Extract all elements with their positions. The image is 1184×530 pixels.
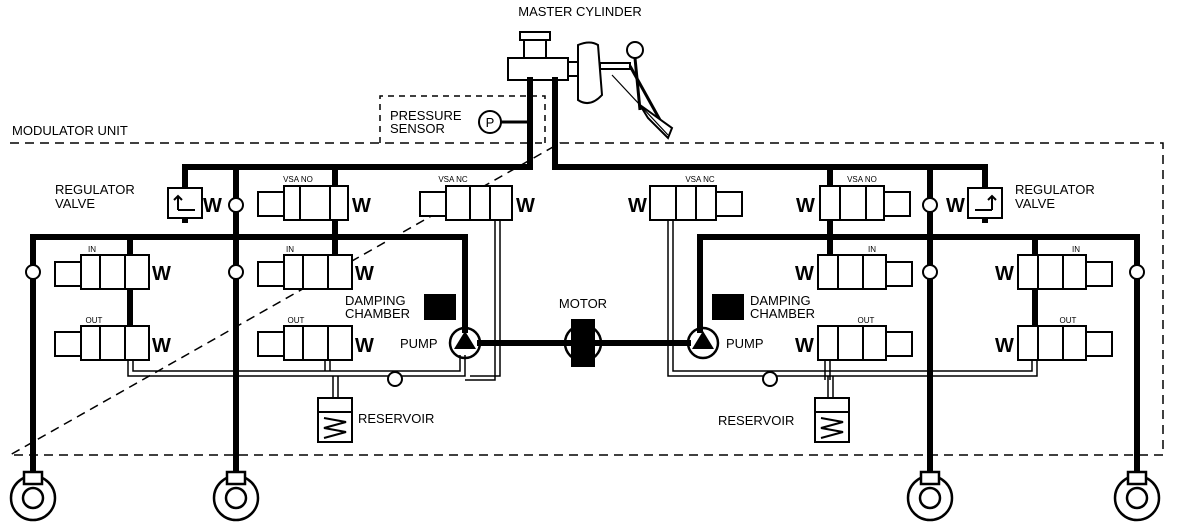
in-label: IN [88, 245, 96, 254]
vsa-nc-label-left: VSA NC [438, 175, 468, 184]
out-label: OUT [86, 316, 103, 325]
spring-icon: W [152, 335, 171, 357]
pressure-sensor-label-2: SENSOR [390, 121, 445, 136]
out-label: OUT [858, 316, 875, 325]
spring-icon: W [795, 263, 814, 285]
vsa-no-label-right: VSA NO [847, 175, 877, 184]
motor-label: MOTOR [559, 296, 607, 311]
out-label: OUT [1060, 316, 1077, 325]
motor-symbol: M [576, 334, 591, 354]
pump-right-icon [686, 326, 720, 360]
wheel-brakes [9, 470, 1161, 522]
reservoir-right-icon [814, 397, 850, 443]
damping-chamber-label-left-1: DAMPING [345, 293, 406, 308]
modulator-unit-label: MODULATOR UNIT [12, 123, 128, 138]
spring-icon: W [352, 195, 371, 217]
wheel-brake-icon [9, 470, 57, 522]
damping-chamber-label-right-2: CHAMBER [750, 306, 815, 321]
solenoid-valves [54, 185, 1113, 361]
vsa-nc-label-right: VSA NC [685, 175, 715, 184]
check-valve-icon [922, 264, 938, 280]
master-cylinder-label: MASTER CYLINDER [518, 4, 642, 19]
modulator-unit-boundary [7, 142, 1164, 456]
check-valve-icon [1129, 264, 1145, 280]
pump-label-right: PUMP [726, 336, 764, 351]
spring-icon: W [628, 195, 647, 217]
check-valve-icon [25, 264, 41, 280]
spring-icon: W [355, 263, 374, 285]
spring-icon: W [995, 335, 1014, 357]
spring-icon: W [946, 195, 965, 217]
spring-icon: W [516, 195, 535, 217]
spring-icon: W [995, 263, 1014, 285]
regulator-valve-label-right-1: REGULATOR [1015, 182, 1095, 197]
spring-icon: W [796, 195, 815, 217]
valve-springs: W W W W W W W W W W W W W W [152, 195, 1014, 357]
spring-icon: W [152, 263, 171, 285]
valve-labels: VSA NO VSA NC VSA NC VSA NO IN IN IN IN … [86, 175, 1081, 325]
regulator-valve-label-left-2: VALVE [55, 196, 95, 211]
reservoir-label-right: RESERVOIR [718, 413, 794, 428]
in-label: IN [1072, 245, 1080, 254]
pump-label-left: PUMP [400, 336, 438, 351]
spring-icon: W [795, 335, 814, 357]
check-valve-icon [228, 197, 244, 213]
check-valve-icon [762, 371, 778, 387]
spring-icon: W [203, 195, 222, 217]
wheel-brake-icon [212, 470, 260, 522]
regulator-valve-label-left-1: REGULATOR [55, 182, 135, 197]
reservoir-label-left: RESERVOIR [358, 411, 434, 426]
damping-chamber-label-right-1: DAMPING [750, 293, 811, 308]
check-valve-icon [387, 371, 403, 387]
pressure-sensor-label-1: PRESSURE [390, 108, 462, 123]
spring-icon: W [355, 335, 374, 357]
wheel-brake-icon [906, 470, 954, 522]
check-valves [25, 197, 1145, 387]
damping-chamber-label-left-2: CHAMBER [345, 306, 410, 321]
in-label: IN [286, 245, 294, 254]
check-valve-icon [228, 264, 244, 280]
reservoir-left-icon [317, 397, 353, 443]
damping-chamber-icon [424, 294, 456, 320]
motor-icon [563, 319, 603, 367]
master-cylinder [507, 31, 674, 140]
pressure-sensor-boundary [379, 95, 546, 143]
check-valve-icon [922, 197, 938, 213]
wheel-brake-icon [1113, 470, 1161, 522]
damping-chamber-icon [712, 294, 744, 320]
vsa-no-label-left: VSA NO [283, 175, 313, 184]
return-lines [127, 218, 1038, 398]
pump-left-icon [448, 326, 482, 360]
pressure-sensor-symbol: P [486, 115, 495, 130]
in-label: IN [868, 245, 876, 254]
out-label: OUT [288, 316, 305, 325]
regulator-valve-label-right-2: VALVE [1015, 196, 1055, 211]
